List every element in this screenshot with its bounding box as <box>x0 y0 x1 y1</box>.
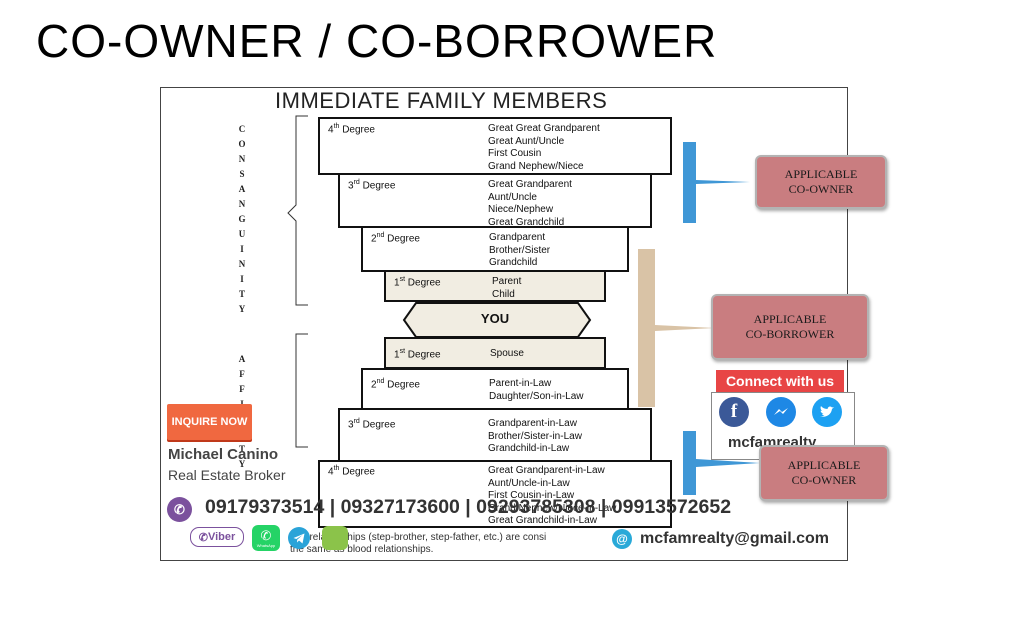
vertical-letter: N <box>238 199 246 209</box>
degree-label: 4th Degree <box>328 465 375 478</box>
vertical-letter: N <box>238 154 246 164</box>
phone-numbers[interactable]: 09179373514 | 09327173600 | 09293785308 … <box>205 496 732 518</box>
vertical-letter: G <box>238 214 246 224</box>
chat-app-icon[interactable] <box>322 526 348 550</box>
vertical-letter: C <box>238 124 246 134</box>
viber-badge[interactable]: ✆Viber <box>190 527 244 547</box>
co-owner-bracket-bottom <box>683 431 760 495</box>
vertical-letter: T <box>238 289 245 299</box>
you-label: YOU <box>480 311 510 326</box>
agent-name: Michael Canino <box>168 446 279 463</box>
inquire-now-button[interactable]: INQUIRE NOW <box>167 404 252 440</box>
degree-label: 3rd Degree <box>348 418 396 431</box>
vertical-letter: F <box>239 369 245 379</box>
vertical-letter: A <box>238 184 246 194</box>
connect-banner[interactable]: Connect with us <box>716 370 844 392</box>
degree-label: 1st Degree <box>394 276 441 289</box>
affinity-brace <box>295 333 308 448</box>
messenger-icon[interactable] <box>766 397 796 427</box>
vertical-letter: N <box>238 259 246 269</box>
twitter-icon[interactable] <box>812 397 842 427</box>
vertical-letter: Y <box>238 459 246 469</box>
whatsapp-icon[interactable]: ✆WhatsApp <box>252 525 280 551</box>
degree-label: 4th Degree <box>328 123 375 136</box>
email-icon: @ <box>612 529 632 549</box>
vertical-letter: F <box>239 384 245 394</box>
co-borrower-bracket <box>638 249 715 407</box>
facebook-icon[interactable]: f <box>719 397 749 427</box>
degree-label: 3rd Degree <box>348 179 396 192</box>
email-address[interactable]: mcfamrealty@gmail.com <box>640 530 830 547</box>
diagram-connectors <box>287 115 760 495</box>
vertical-letter: I <box>240 244 244 254</box>
viber-phone-icon: ✆ <box>167 497 192 522</box>
vertical-letter: S <box>239 169 245 179</box>
degree-label: 1st Degree <box>394 348 441 361</box>
diagram-title: IMMEDIATE FAMILY MEMBERS <box>275 88 608 113</box>
degree-label: 2nd Degree <box>371 232 420 245</box>
vertical-letter: O <box>238 139 246 149</box>
consanguinity-brace <box>287 115 308 306</box>
telegram-icon[interactable] <box>288 527 310 549</box>
vertical-letter: I <box>240 274 244 284</box>
vertical-letter: T <box>238 444 245 454</box>
vertical-letter: U <box>238 229 246 239</box>
affinity-degree-1-box: 1st Degree Spouse <box>384 337 606 369</box>
vertical-letter: A <box>238 354 246 364</box>
co-owner-bracket-top <box>683 142 750 223</box>
degree-label: 2nd Degree <box>371 378 420 391</box>
vertical-letter: Y <box>238 304 246 314</box>
page-title: CO-OWNER / CO-BORROWER <box>36 15 718 67</box>
agent-role: Real Estate Broker <box>168 467 286 483</box>
relations-list: Spouse <box>490 348 524 359</box>
footnote: ote: relationships (step-brother, step-f… <box>290 532 547 555</box>
